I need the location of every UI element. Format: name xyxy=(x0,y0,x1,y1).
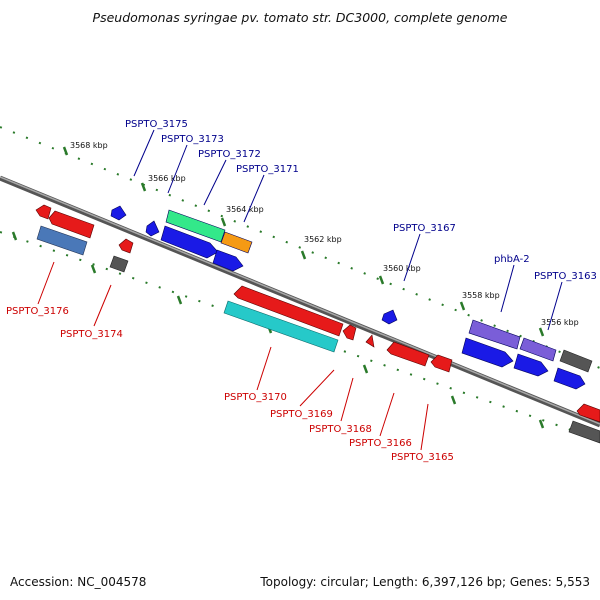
gene-pspto-3168[interactable] xyxy=(365,334,375,348)
leader-pspto-3176 xyxy=(37,261,55,305)
tick-label: 3556 kbp xyxy=(541,318,579,327)
label-pspto-3172[interactable]: PSPTO_3172 xyxy=(198,149,261,160)
gene-pspto-3170[interactable] xyxy=(233,285,344,337)
leader-pspto-3170 xyxy=(256,346,272,391)
leader-pspto-3165 xyxy=(420,403,429,451)
leader-phba-2 xyxy=(500,264,515,313)
major-tick xyxy=(11,231,18,241)
gene-pspto-3172-arrow[interactable] xyxy=(160,225,219,259)
gene-pspto-3163-arrow[interactable] xyxy=(513,353,549,377)
tick-label: 3566 kbp xyxy=(148,174,186,183)
outer-tick-rail xyxy=(0,126,600,369)
major-tick xyxy=(450,395,457,405)
gene-pspto-3163[interactable] xyxy=(519,337,557,362)
label-pspto-3167[interactable]: PSPTO_3167 xyxy=(393,223,456,234)
gene-phba-2[interactable] xyxy=(468,319,521,350)
label-pspto-3170[interactable]: PSPTO_3170 xyxy=(224,392,287,403)
label-pspto-3163[interactable]: PSPTO_3163 xyxy=(534,271,597,282)
gene-pspto-3176[interactable] xyxy=(35,204,52,220)
leader-pspto-3163 xyxy=(547,281,563,331)
leader-pspto-3174 xyxy=(93,284,112,327)
tick-rails xyxy=(0,126,600,441)
reverse-genes xyxy=(35,204,600,444)
label-pspto-3165[interactable]: PSPTO_3165 xyxy=(391,452,454,463)
leader-pspto-3166 xyxy=(379,392,395,437)
gene-pspto-3171-arrow[interactable] xyxy=(212,249,244,272)
gene-pspto-3171[interactable] xyxy=(220,231,253,254)
forward-genes xyxy=(110,205,593,390)
leader-pspto-3167 xyxy=(403,233,421,282)
tick-label: 3564 kbp xyxy=(226,205,264,214)
leader-pspto-3175 xyxy=(133,129,155,177)
tick-label: 3560 kbp xyxy=(383,264,421,273)
gene-pspto-3176-b[interactable] xyxy=(48,210,95,239)
reverse-leaders xyxy=(37,261,429,451)
major-tick xyxy=(220,217,227,227)
leader-pspto-3169 xyxy=(299,369,335,407)
reverse-labels: PSPTO_3176 PSPTO_3174 PSPTO_3170 PSPTO_3… xyxy=(6,306,454,463)
forward-leaders xyxy=(133,129,563,331)
label-pspto-3176[interactable]: PSPTO_3176 xyxy=(6,306,69,317)
label-pspto-3171[interactable]: PSPTO_3171 xyxy=(236,164,299,175)
major-tick xyxy=(300,250,307,260)
major-tick xyxy=(378,275,385,285)
gene-blue-forward-end[interactable] xyxy=(553,367,586,390)
gene-pspto-3176-c[interactable] xyxy=(36,225,88,256)
gene-gray-forward[interactable] xyxy=(559,349,593,373)
accession-text: Accession: NC_004578 xyxy=(10,575,146,589)
leader-pspto-3168 xyxy=(340,377,354,422)
gene-pspto-3165[interactable] xyxy=(430,354,453,373)
gene-gray-reverse-end[interactable] xyxy=(568,420,600,444)
label-pspto-3166[interactable]: PSPTO_3166 xyxy=(349,438,412,449)
gene-pspto-3174[interactable] xyxy=(118,238,134,254)
topology-summary: Topology: circular; Length: 6,397,126 bp… xyxy=(259,575,590,589)
gene-pspto-3169[interactable] xyxy=(342,324,357,341)
gene-pspto-3166[interactable] xyxy=(386,341,430,367)
major-tick xyxy=(362,364,369,374)
genome-backbone xyxy=(0,175,600,428)
major-tick xyxy=(90,264,97,274)
gene-phba-2-arrow[interactable] xyxy=(461,337,514,368)
gene-pspto-3175[interactable] xyxy=(110,205,127,221)
label-phba-2[interactable]: phbA-2 xyxy=(494,254,530,265)
major-tick xyxy=(62,146,69,156)
label-pspto-3174[interactable]: PSPTO_3174 xyxy=(60,329,123,340)
leader-pspto-3173 xyxy=(167,144,188,194)
major-tick xyxy=(140,182,147,192)
leader-pspto-3172 xyxy=(203,159,227,206)
tick-label: 3558 kbp xyxy=(462,291,500,300)
tick-labels: 3568 kbp 3566 kbp 3564 kbp 3562 kbp 3560… xyxy=(70,141,579,327)
gene-pspto-3172[interactable] xyxy=(165,209,226,243)
gene-red-reverse-end[interactable] xyxy=(576,403,600,423)
major-tick xyxy=(538,419,545,429)
gene-pspto-3173[interactable] xyxy=(145,220,160,237)
gene-pspto-3170-b[interactable] xyxy=(223,300,339,353)
label-pspto-3173[interactable]: PSPTO_3173 xyxy=(161,134,224,145)
leader-pspto-3171 xyxy=(243,174,265,223)
label-pspto-3175[interactable]: PSPTO_3175 xyxy=(125,119,188,130)
tick-label: 3568 kbp xyxy=(70,141,108,150)
tick-label: 3562 kbp xyxy=(304,235,342,244)
major-tick xyxy=(459,301,466,311)
forward-labels: PSPTO_3175 PSPTO_3173 PSPTO_3172 PSPTO_3… xyxy=(125,119,597,282)
major-tick xyxy=(538,327,545,337)
label-pspto-3168[interactable]: PSPTO_3168 xyxy=(309,424,372,435)
gene-pspto-3174-b[interactable] xyxy=(109,255,129,273)
map-title: Pseudomonas syringae pv. tomato str. DC3… xyxy=(93,10,508,25)
major-tick xyxy=(176,295,183,305)
gene-pspto-3167[interactable] xyxy=(381,309,398,325)
label-pspto-3169[interactable]: PSPTO_3169 xyxy=(270,409,333,420)
